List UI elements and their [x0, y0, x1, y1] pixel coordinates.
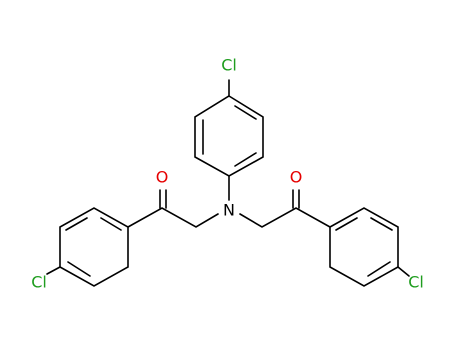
right-ring-bonds	[329, 207, 399, 287]
left-chlorophenyl-ring	[46, 207, 129, 287]
cl-left-label: Cl	[31, 273, 47, 292]
cl-right-label: Cl	[408, 273, 424, 292]
right-chlorophenyl-ring	[329, 207, 410, 287]
top-ring-double-bonds	[202, 105, 257, 167]
o-left-label: O	[156, 168, 169, 187]
left-ring-double-bonds	[65, 217, 122, 277]
left-carbonyl-double-bond	[159, 189, 167, 209]
right-ring-double-bonds	[335, 217, 393, 277]
top-ring-bonds	[194, 95, 264, 177]
right-carbonyl-double-bond	[292, 189, 300, 209]
right-chain-bonds	[239, 207, 331, 228]
right-c-cl-bond	[397, 266, 410, 277]
central-chain	[127, 189, 331, 228]
n-center-label: N	[223, 201, 235, 220]
o-right-label: O	[290, 168, 303, 187]
left-ring-bonds	[59, 207, 129, 287]
left-chain-bonds	[127, 207, 219, 228]
top-chlorophenyl-ring	[194, 79, 264, 201]
left-c-cl-bond	[46, 266, 61, 275]
cl-top-label: Cl	[221, 56, 237, 75]
